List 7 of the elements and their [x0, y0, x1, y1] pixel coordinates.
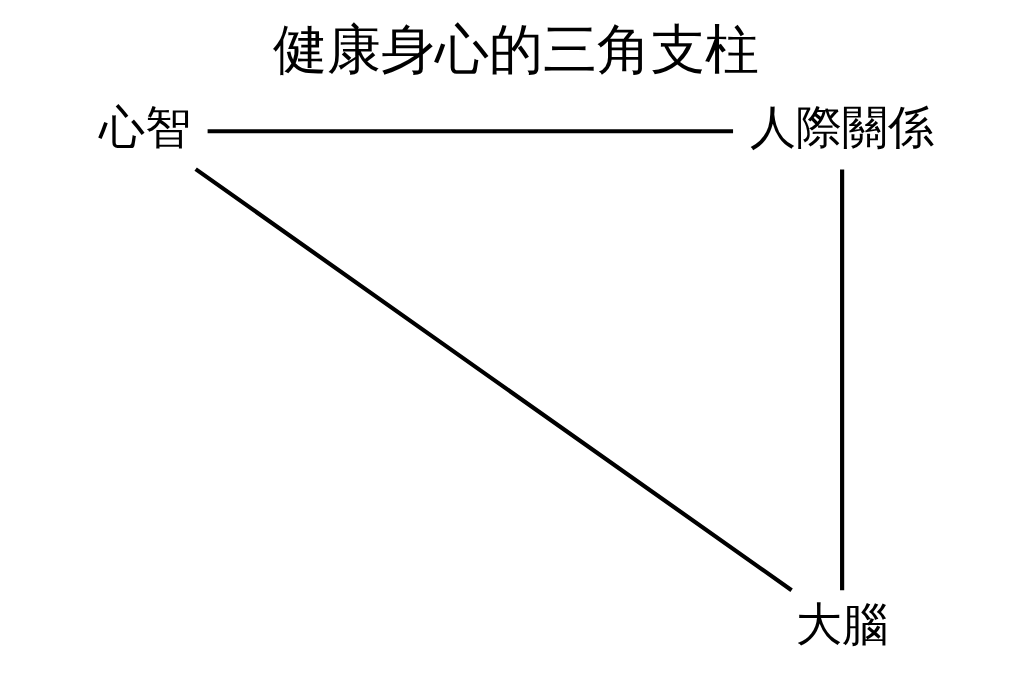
connector — [839, 169, 844, 591]
node-text: 人際關係 — [749, 99, 934, 154]
connector — [193, 167, 793, 592]
connector — [207, 129, 733, 134]
node-text: 大腦 — [795, 596, 888, 651]
diagram-title: 健康身心的三角支柱 — [273, 18, 759, 82]
node-text: 心智 — [98, 99, 191, 154]
